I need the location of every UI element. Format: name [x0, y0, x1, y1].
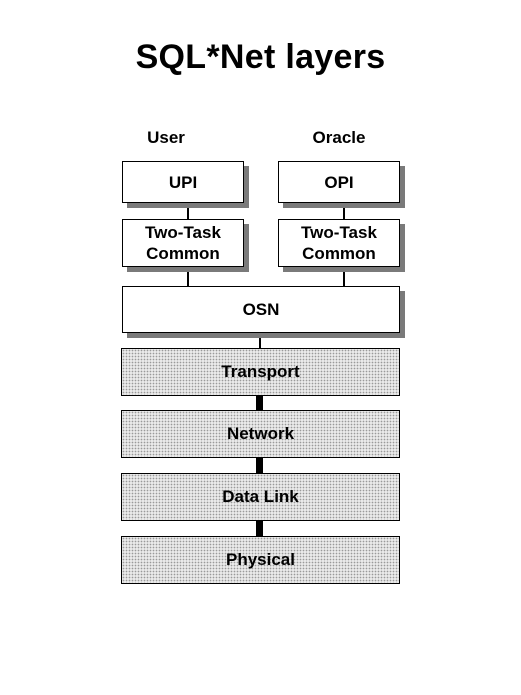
diagram-title: SQL*Net layers [135, 38, 386, 76]
osn-label: OSN [242, 300, 280, 319]
connector-network-datalink [256, 458, 263, 473]
data-link-layer: Data Link [121, 473, 400, 521]
connector-osn-transport [259, 333, 261, 348]
network-label: Network [226, 424, 295, 443]
two-task-user-line2: Common [146, 244, 220, 263]
connector-transport-network [256, 396, 263, 410]
connector-twotask-left-osn [187, 267, 189, 286]
upi-label: UPI [168, 172, 198, 192]
osn-box: OSN [122, 286, 400, 333]
connector-upi-twotask [187, 203, 189, 219]
two-task-common-oracle-box: Two-Task Common [278, 219, 400, 267]
data-link-label: Data Link [222, 487, 299, 506]
physical-layer: Physical [121, 536, 400, 584]
user-column-label: User [147, 128, 185, 147]
two-task-oracle-line1: Two-Task [301, 223, 377, 242]
physical-label: Physical [226, 550, 295, 569]
opi-label: OPI [324, 172, 354, 192]
network-layer: Network [121, 410, 400, 458]
opi-box: OPI [278, 161, 400, 203]
upi-box: UPI [122, 161, 244, 203]
two-task-oracle-line2: Common [302, 244, 376, 263]
two-task-user-line1: Two-Task [145, 223, 221, 242]
connector-datalink-physical [256, 521, 263, 536]
transport-layer: Transport [121, 348, 400, 396]
connector-opi-twotask [343, 203, 345, 219]
connector-twotask-right-osn [343, 267, 345, 286]
transport-label: Transport [221, 362, 300, 381]
oracle-column-label: Oracle [312, 128, 366, 147]
two-task-common-user-box: Two-Task Common [122, 219, 244, 267]
